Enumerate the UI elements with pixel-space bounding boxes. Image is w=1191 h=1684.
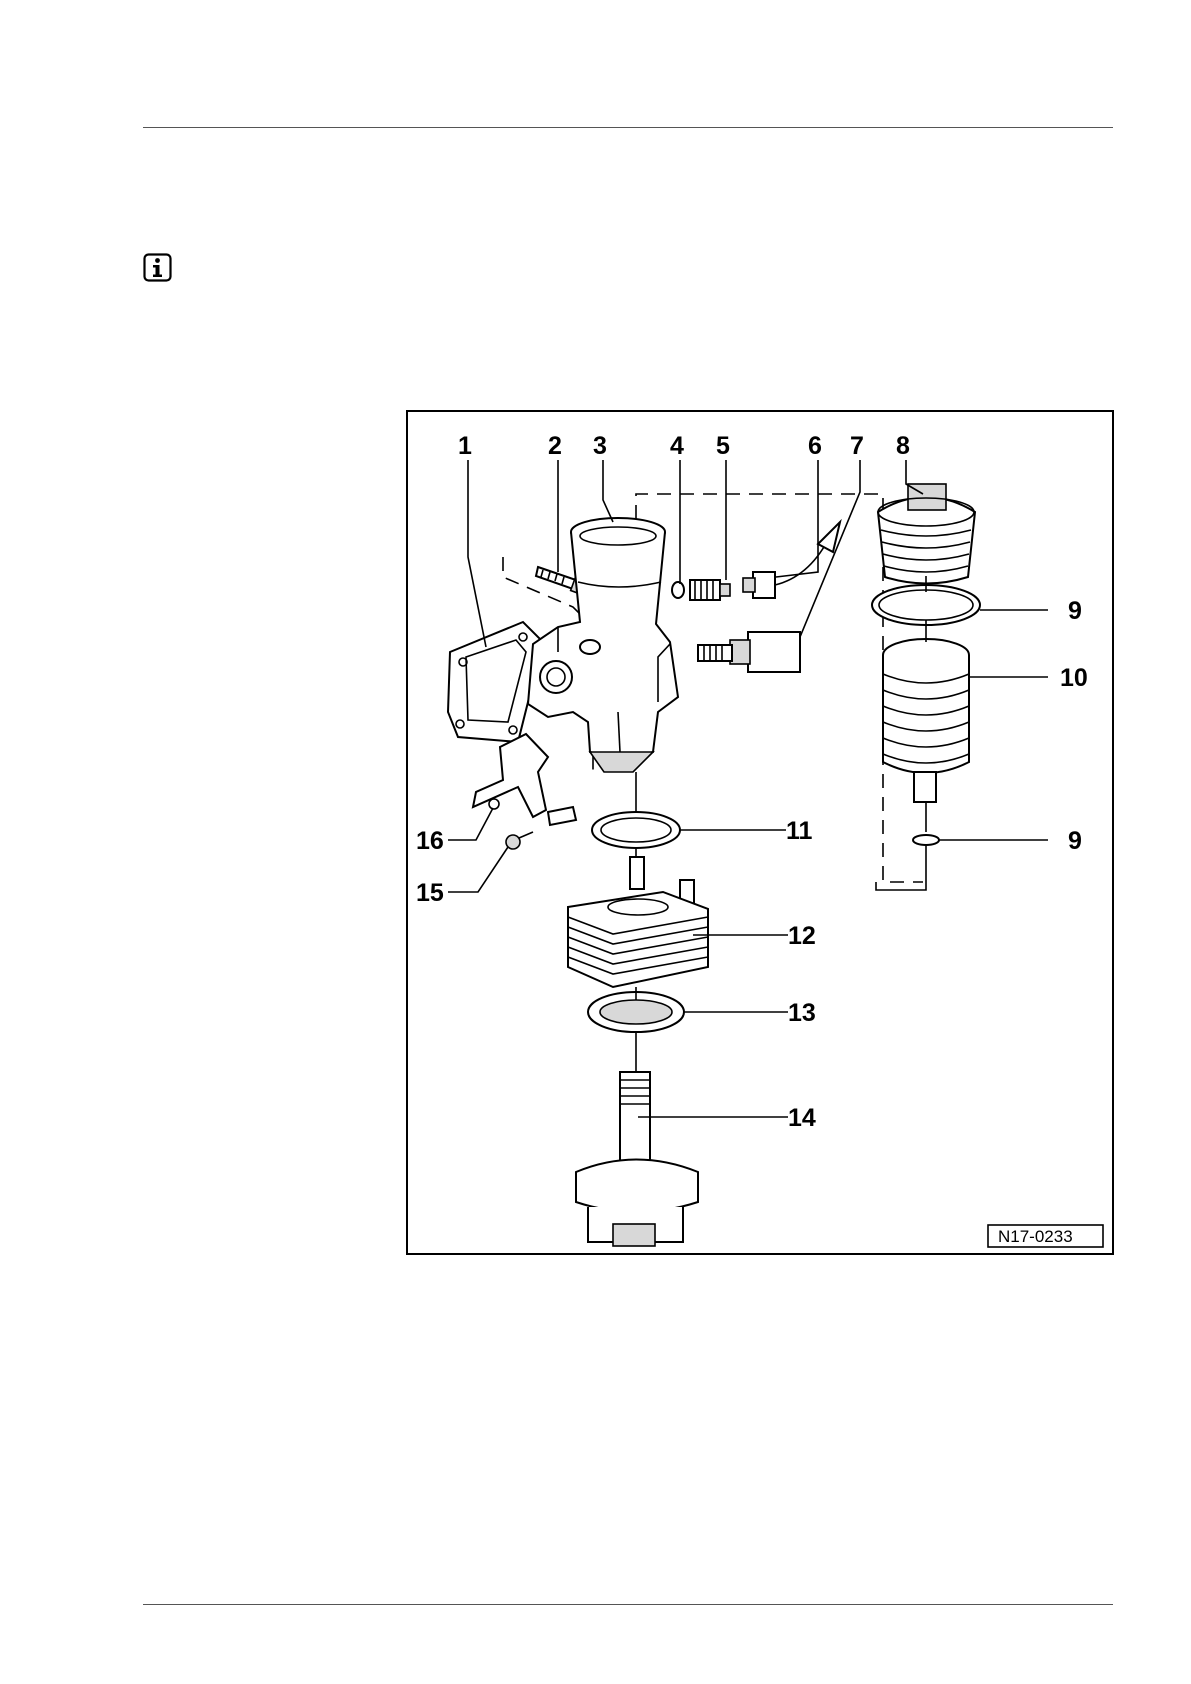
footer-rule: [143, 1604, 1113, 1605]
part-screw: [506, 832, 533, 849]
part-gasket: [448, 622, 543, 742]
leader-1: [468, 460, 486, 647]
oil-filter-assembly-diagram: 1 2 3 4 5 6 7 8 9 10 11 9 12 13 14 15 16…: [408, 412, 1116, 1257]
part-oil-pressure-switch: [743, 522, 840, 598]
callout-10: 10: [1060, 664, 1088, 692]
exploded-view-figure: 1 2 3 4 5 6 7 8 9 10 11 9 12 13 14 15 16…: [406, 410, 1114, 1255]
callout-16: 16: [416, 827, 444, 855]
callout-6: 6: [808, 432, 822, 460]
callout-3: 3: [593, 432, 607, 460]
callout-2: 2: [548, 432, 562, 460]
leader-3: [603, 460, 613, 522]
part-o-ring-element: [913, 835, 939, 845]
part-pressure-valve: [690, 580, 730, 600]
part-bracket: [473, 734, 576, 825]
callout-7: 7: [850, 432, 864, 460]
callout-4: 4: [670, 432, 684, 460]
callout-15: 15: [416, 879, 444, 907]
callout-9b: 9: [1068, 827, 1082, 855]
leader-15: [448, 847, 508, 892]
callout-9a: 9: [1068, 597, 1082, 625]
part-filter-cap: [878, 484, 975, 584]
figure-reference-label: N17-0233: [998, 1227, 1073, 1246]
header-rule: [143, 127, 1113, 128]
callout-5: 5: [716, 432, 730, 460]
leader-16: [448, 808, 493, 840]
part-oil-cooler: [568, 857, 708, 987]
part-oil-temperature-sender: [698, 632, 800, 672]
part-filter-housing: [528, 518, 678, 772]
part-o-ring-small: [672, 582, 684, 598]
callout-14: 14: [788, 1104, 816, 1132]
callout-11: 11: [786, 817, 813, 845]
callout-8: 8: [896, 432, 910, 460]
part-filter-element: [883, 639, 969, 802]
callout-1: 1: [458, 432, 472, 460]
callout-12: 12: [788, 922, 816, 950]
info-icon: [143, 253, 172, 282]
leader-6: [776, 460, 818, 577]
assembly-bracket-line: [636, 494, 923, 882]
part-seal: [592, 812, 680, 848]
callout-13: 13: [788, 999, 816, 1027]
part-threaded-connecting-piece: [576, 1072, 698, 1246]
